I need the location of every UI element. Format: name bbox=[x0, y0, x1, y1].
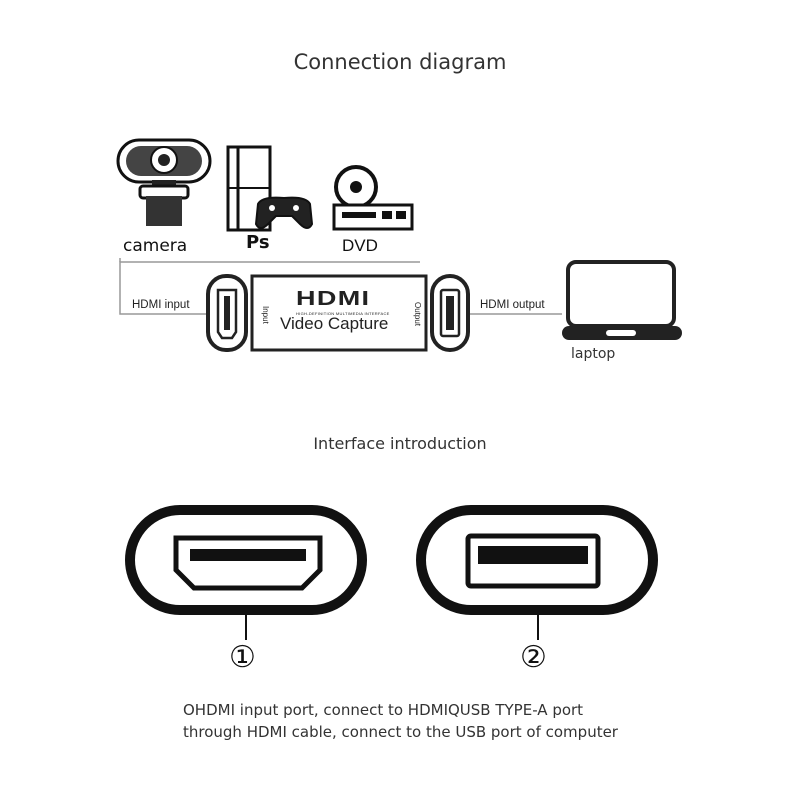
port-number-1: ① bbox=[229, 640, 256, 675]
hdmi-input-label: HDMI input bbox=[132, 299, 190, 311]
hdmi-port-large-icon bbox=[125, 505, 367, 640]
input-side-label: Input bbox=[261, 306, 270, 324]
input-cable-line bbox=[119, 261, 420, 315]
hdmi-logo-subtitle: HIGH-DEFINITION MULTIMEDIA INTERFACE bbox=[296, 311, 390, 316]
section-heading: Interface introduction bbox=[313, 434, 487, 453]
port-number-2: ② bbox=[520, 640, 547, 675]
capture-box-name: Video Capture bbox=[280, 314, 389, 333]
laptop-icon bbox=[562, 260, 682, 340]
description-line-1: OHDMI input port, connect to HDMIQUSB TY… bbox=[183, 701, 584, 719]
hdmi-logo: HDMI bbox=[296, 288, 371, 310]
camera-label: camera bbox=[123, 236, 188, 256]
output-side-label: Output bbox=[413, 302, 422, 327]
dvd-player-icon bbox=[332, 165, 414, 231]
hdmi-output-label: HDMI output bbox=[480, 299, 545, 311]
dvd-label: DVD bbox=[342, 236, 378, 255]
page-title: Connection diagram bbox=[293, 50, 507, 74]
ps-label: Ps bbox=[246, 232, 270, 253]
usb-port-large-icon bbox=[416, 505, 658, 640]
usb-port-housing-icon bbox=[430, 274, 470, 352]
description-line-2: through HDMI cable, connect to the USB p… bbox=[183, 723, 618, 741]
playstation-icon bbox=[226, 145, 314, 232]
capture-box bbox=[250, 274, 428, 352]
laptop-label: laptop bbox=[571, 346, 616, 362]
hdmi-port-housing-icon bbox=[206, 274, 248, 352]
webcam-icon bbox=[116, 138, 212, 226]
